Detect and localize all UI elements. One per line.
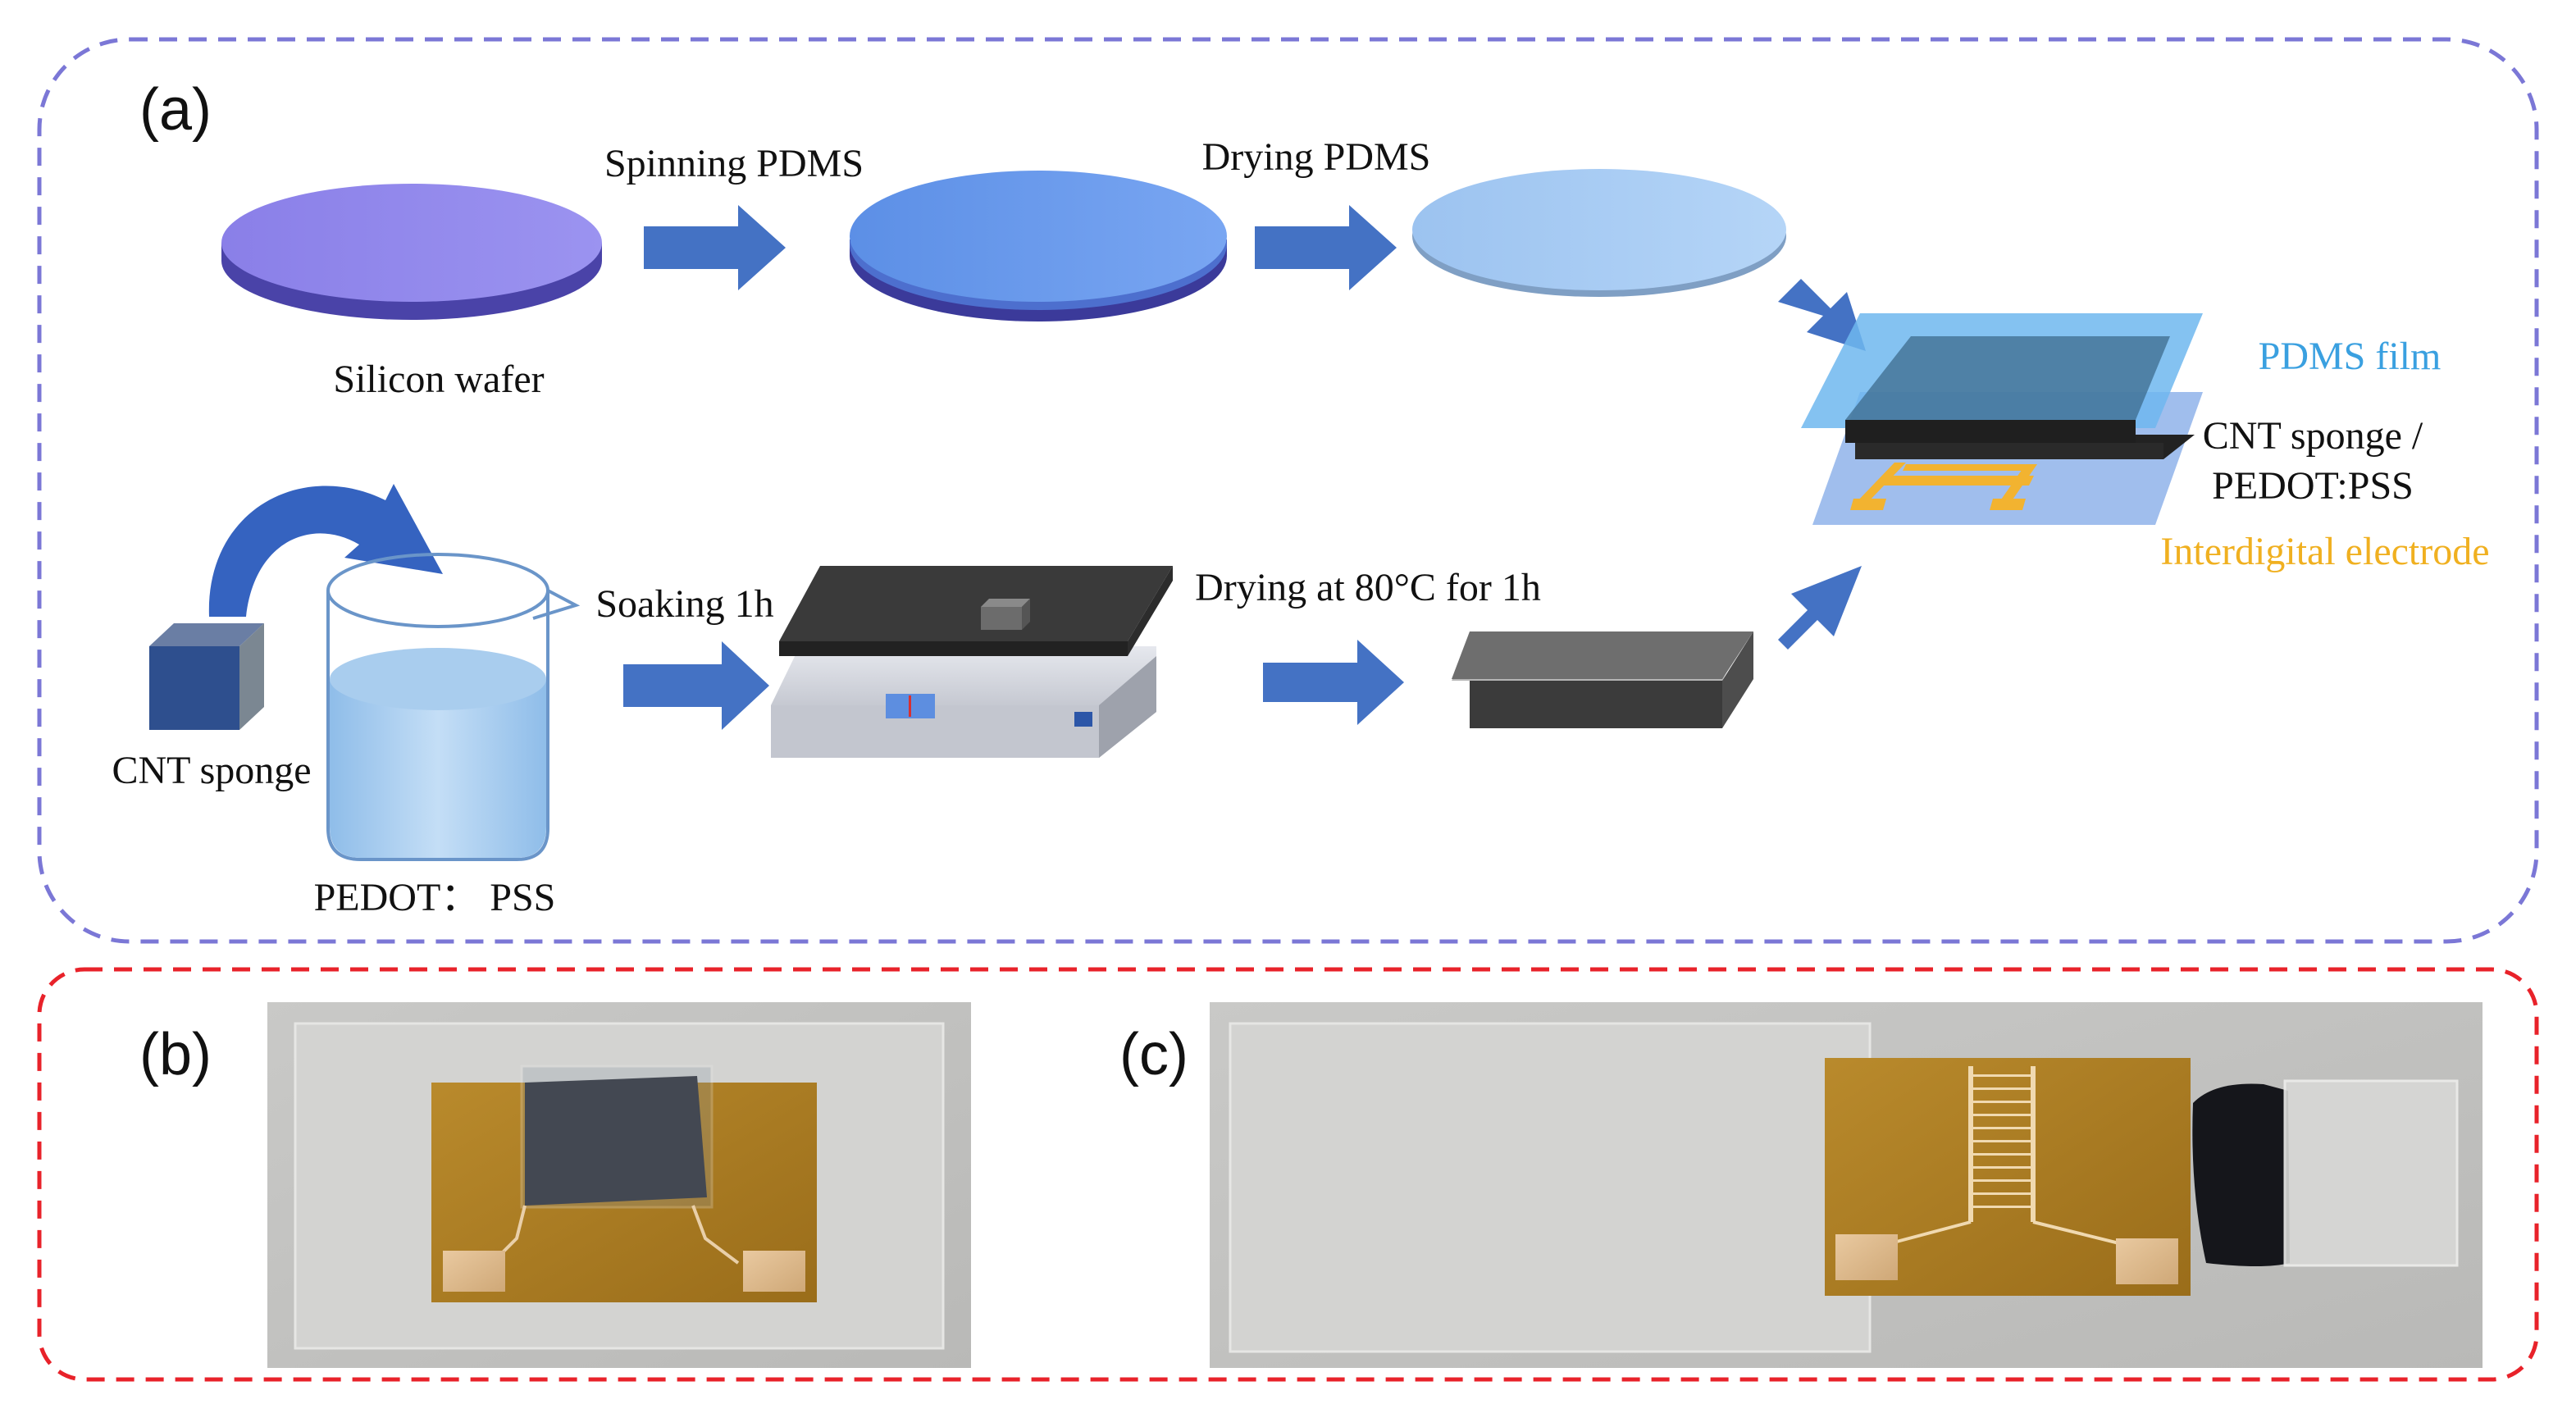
cnt-sponge-cube [149,623,264,730]
arrow-to-device-top [1778,279,1866,351]
soaking-label: Soaking 1h [595,582,773,626]
panel-bc-border [37,967,2539,1382]
arrow-soak [623,641,769,730]
arrow-spin [644,205,786,290]
spinning-pdms-label: Spinning PDMS [604,142,864,185]
photo-c [1210,1002,2483,1368]
hot-plate [771,566,1173,758]
drying-pdms-label: Drying PDMS [1202,135,1431,179]
legend-cnt-line1: CNT sponge / [2203,414,2423,458]
legend-electrode: Interdigital electrode [2160,530,2489,573]
legend-pdms-film: PDMS film [2259,335,2442,378]
silicon-wafer-label: Silicon wafer [333,358,544,401]
arrow-dry-pdms [1255,205,1397,290]
panel-b-letter: (b) [139,1022,212,1087]
dried-sponge-slab [1452,631,1753,728]
device-stack [1801,313,2203,525]
photo-b [267,1002,971,1368]
panel-a-letter: (a) [139,77,212,143]
panel-a-border [37,37,2539,944]
pdms-coated-wafer [850,171,1227,321]
beaker [326,553,581,861]
panel-c-letter: (c) [1119,1022,1188,1087]
pdms-film-disk [1412,169,1786,297]
interdigital-electrode-drawing [1850,463,2037,510]
pedot-pss-label: PEDOT： PSS [314,876,556,919]
arrow-dry-80 [1263,640,1404,725]
arrow-to-device-bottom [1778,566,1862,650]
interdigital-fingers [1968,1066,2036,1222]
silicon-wafer-disk [221,184,602,320]
drying-80-label: Drying at 80°C for 1h [1195,566,1541,609]
cnt-sponge-label: CNT sponge [112,749,311,792]
legend-cnt-line2: PEDOT:PSS [2212,464,2414,508]
curved-arrow [208,484,443,617]
